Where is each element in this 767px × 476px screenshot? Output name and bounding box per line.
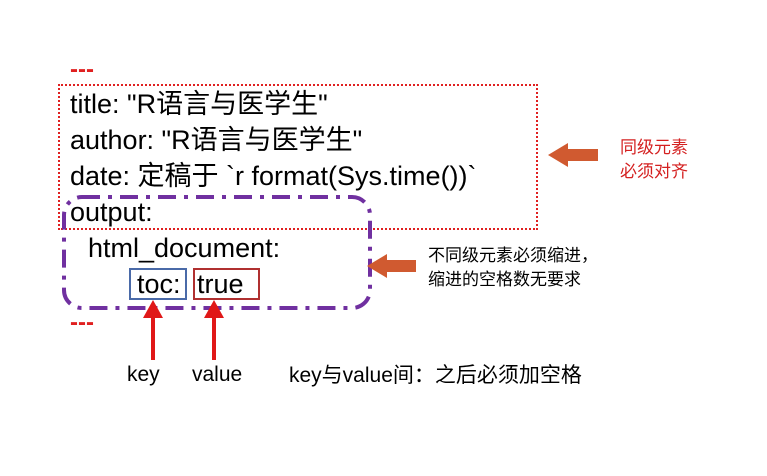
value-arrow-icon bbox=[204, 300, 224, 360]
toc-value-box: true bbox=[193, 268, 260, 300]
yaml-dashes-bottom: --- bbox=[70, 309, 94, 336]
toc-value: true bbox=[197, 269, 244, 299]
sibling-align-note: 同级元素 必须对齐 bbox=[620, 136, 688, 184]
yaml-html-document-line: html_document: bbox=[88, 233, 281, 263]
yaml-date-line: date: 定稿于 `r format(Sys.time())` bbox=[70, 161, 477, 191]
indent-note-arrow-icon bbox=[367, 254, 416, 278]
top-level-elements-box bbox=[58, 84, 538, 230]
indent-rule-note-line1: 不同级元素必须缩进， bbox=[428, 246, 598, 265]
yaml-title-line: title: "R语言与医学生" bbox=[70, 89, 328, 119]
yaml-dashes-top: --- bbox=[70, 56, 94, 83]
value-label: value bbox=[192, 363, 243, 386]
key-label: key bbox=[127, 363, 160, 386]
indent-rule-note: 不同级元素必须缩进， 缩进的空格数无要求 bbox=[428, 244, 598, 292]
toc-key-box: toc: bbox=[129, 268, 187, 300]
yaml-author-line: author: "R语言与医学生" bbox=[70, 125, 363, 155]
sibling-align-note-line1: 同级元素 bbox=[620, 138, 688, 157]
align-note-arrow-icon bbox=[548, 143, 598, 167]
toc-key: toc: bbox=[137, 269, 181, 299]
yaml-output-line: output: bbox=[70, 197, 153, 227]
sibling-align-note-line2: 必须对齐 bbox=[620, 162, 688, 181]
indent-rule-note-line2: 缩进的空格数无要求 bbox=[428, 270, 581, 289]
key-arrow-icon bbox=[143, 300, 163, 360]
space-rule-note: key与value间：之后必须加空格 bbox=[289, 364, 582, 387]
